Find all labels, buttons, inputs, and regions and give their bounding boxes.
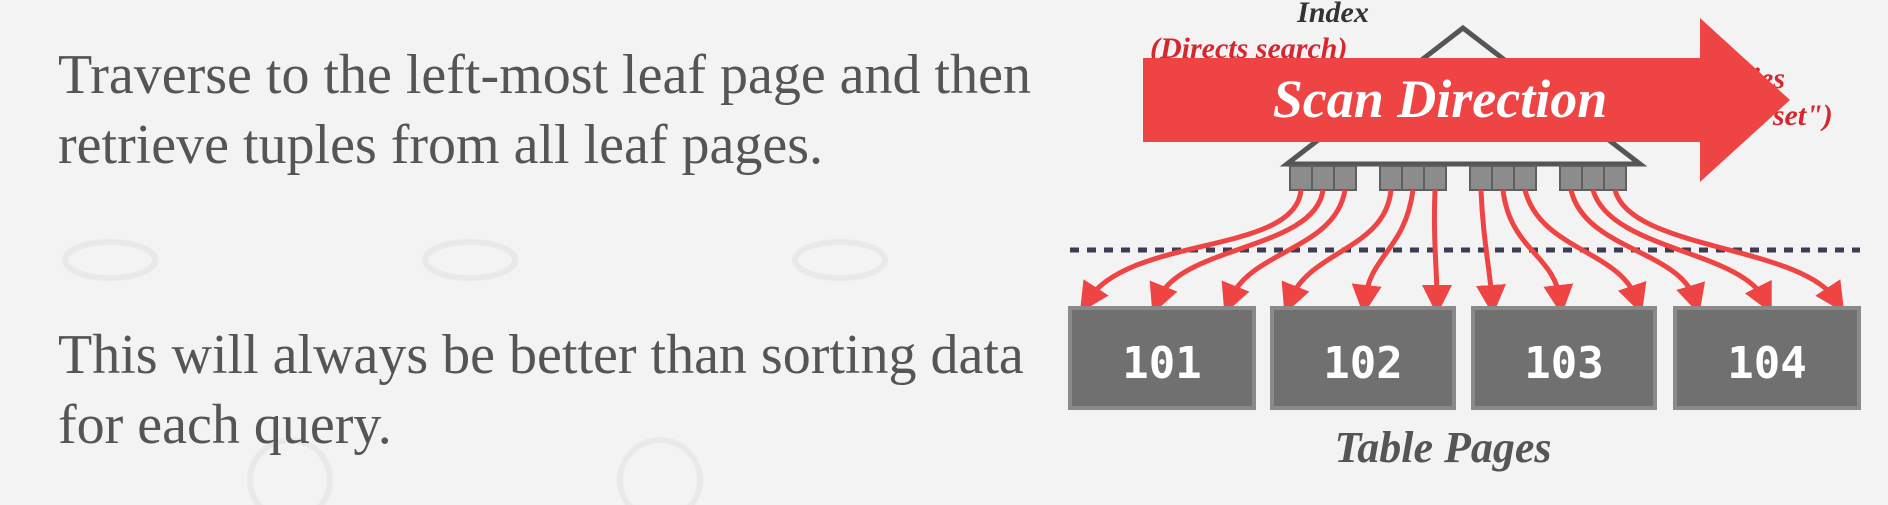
table-pages: 101 102 103 104 [1068, 306, 1861, 410]
leaf-to-page-arrows [1079, 189, 1845, 315]
pointer-arrow [1079, 189, 1304, 313]
leaf-slot [1491, 165, 1515, 191]
table-page-104 [1673, 306, 1861, 410]
leaf-slot [1289, 165, 1313, 191]
leaf-slot [1311, 165, 1335, 191]
pointer-arrow [1590, 189, 1772, 314]
leaf-nodes [1289, 165, 1627, 191]
page-number: 104 [1727, 338, 1806, 389]
background-watermark [62, 239, 888, 505]
pointer-arrow [1421, 189, 1452, 315]
table-pages-label: Table Pages [1334, 423, 1551, 472]
pointer-arrow [1500, 189, 1574, 315]
bullet-traverse: Traverse to the left-most leaf page and … [58, 44, 1031, 176]
index-label: Index [1296, 0, 1369, 29]
pointer-arrow [1568, 189, 1706, 315]
table-page-102 [1270, 306, 1456, 410]
leaf-slot [1581, 165, 1605, 191]
table-page-101 [1068, 306, 1256, 410]
leaf-slot [1513, 165, 1537, 191]
leaf-slot [1559, 165, 1583, 191]
page-number: 101 [1122, 338, 1201, 389]
bullet-better-than-sorting: This will always be better than sorting … [58, 324, 1024, 456]
leaf-slot [1469, 165, 1493, 191]
pointer-arrow [1351, 189, 1416, 315]
pointer-arrow [1281, 189, 1394, 314]
pointer-arrow [1221, 189, 1348, 314]
pointer-arrow [1522, 189, 1647, 315]
leaf-slot [1423, 165, 1447, 191]
page-number: 103 [1524, 338, 1603, 389]
leaf-slot [1379, 165, 1403, 191]
leaf-slot [1603, 165, 1627, 191]
pointer-arrow [1149, 189, 1326, 314]
scan-direction-arrow [1143, 18, 1790, 182]
leaf-slot [1333, 165, 1357, 191]
pointer-arrow [1612, 189, 1845, 313]
pointer-arrow [1476, 189, 1506, 315]
page-number: 102 [1323, 338, 1402, 389]
leaf-slot [1401, 165, 1425, 191]
table-page-103 [1471, 306, 1657, 410]
scan-direction-label: Scan Direction [1273, 69, 1608, 129]
